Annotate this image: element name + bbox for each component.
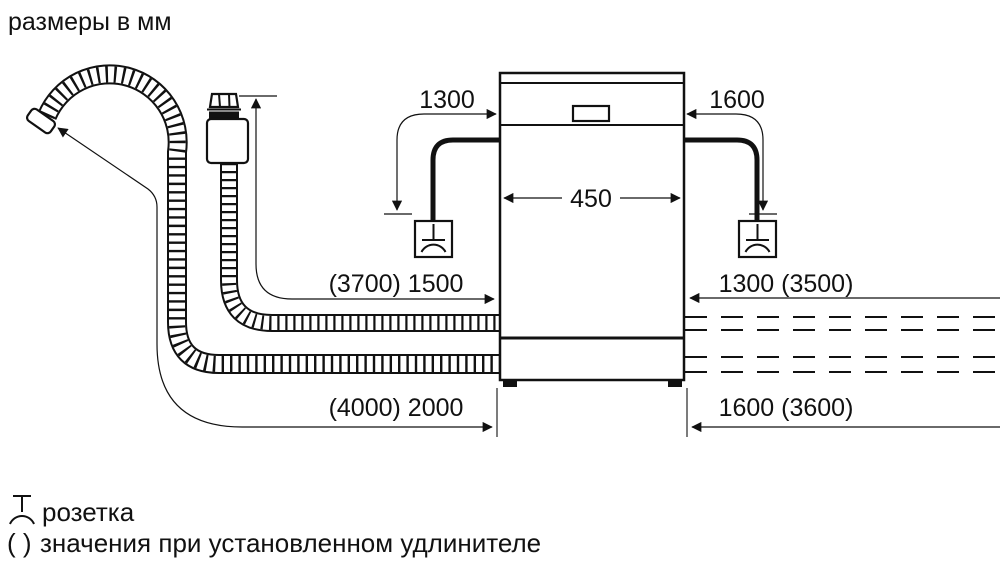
dim-label-right-upper: 1300 (3500) — [719, 270, 854, 298]
right-power-socket-icon — [737, 219, 778, 259]
page-title: размеры в мм — [8, 8, 172, 36]
aquastop-tap-nut — [208, 92, 240, 109]
dishwasher — [498, 71, 686, 387]
drain-hose-end-cap — [25, 107, 57, 135]
legend-socket-icon — [9, 495, 35, 525]
dimension-cable-right: 1600 — [686, 86, 777, 215]
right-power-cable — [684, 137, 760, 221]
dimension-right-upper: 1300 (3500) — [689, 270, 1000, 304]
aquastop-body — [205, 117, 250, 165]
dim-label-drain-hose: (4000) 2000 — [329, 394, 464, 422]
right-side-hose-dashed — [685, 316, 1000, 373]
dim-label-cable-right: 1600 — [709, 86, 765, 114]
dim-label-cable-left: 1300 — [419, 86, 475, 114]
dim-label-supply-hose: (3700) 1500 — [329, 270, 464, 298]
right-foot — [668, 380, 682, 387]
dimension-supply-hose: (3700) 1500 — [239, 95, 495, 305]
aquastop-seal-band — [209, 111, 239, 119]
legend-brackets-label: значения при установленном удлинителе — [40, 528, 541, 558]
dimension-cable-left: 1300 — [384, 86, 497, 215]
dim-label-width: 450 — [570, 185, 612, 213]
legend: розетка ( ) значения при установленном у… — [7, 495, 541, 558]
aquastop-valve-icon — [205, 92, 250, 165]
legend-brackets-symbol: ( ) — [7, 528, 32, 558]
control-panel-display — [571, 104, 611, 123]
dim-label-right-lower: 1600 (3600) — [719, 394, 854, 422]
dimension-right-lower: 1600 (3600) — [686, 388, 1000, 437]
dimension-drain-hose: (4000) 2000 — [57, 127, 498, 437]
left-power-socket-icon — [413, 219, 454, 259]
legend-socket-label: розетка — [42, 497, 135, 527]
left-power-cable — [430, 137, 500, 221]
dimension-width: 450 — [503, 185, 681, 213]
left-foot — [503, 380, 517, 387]
